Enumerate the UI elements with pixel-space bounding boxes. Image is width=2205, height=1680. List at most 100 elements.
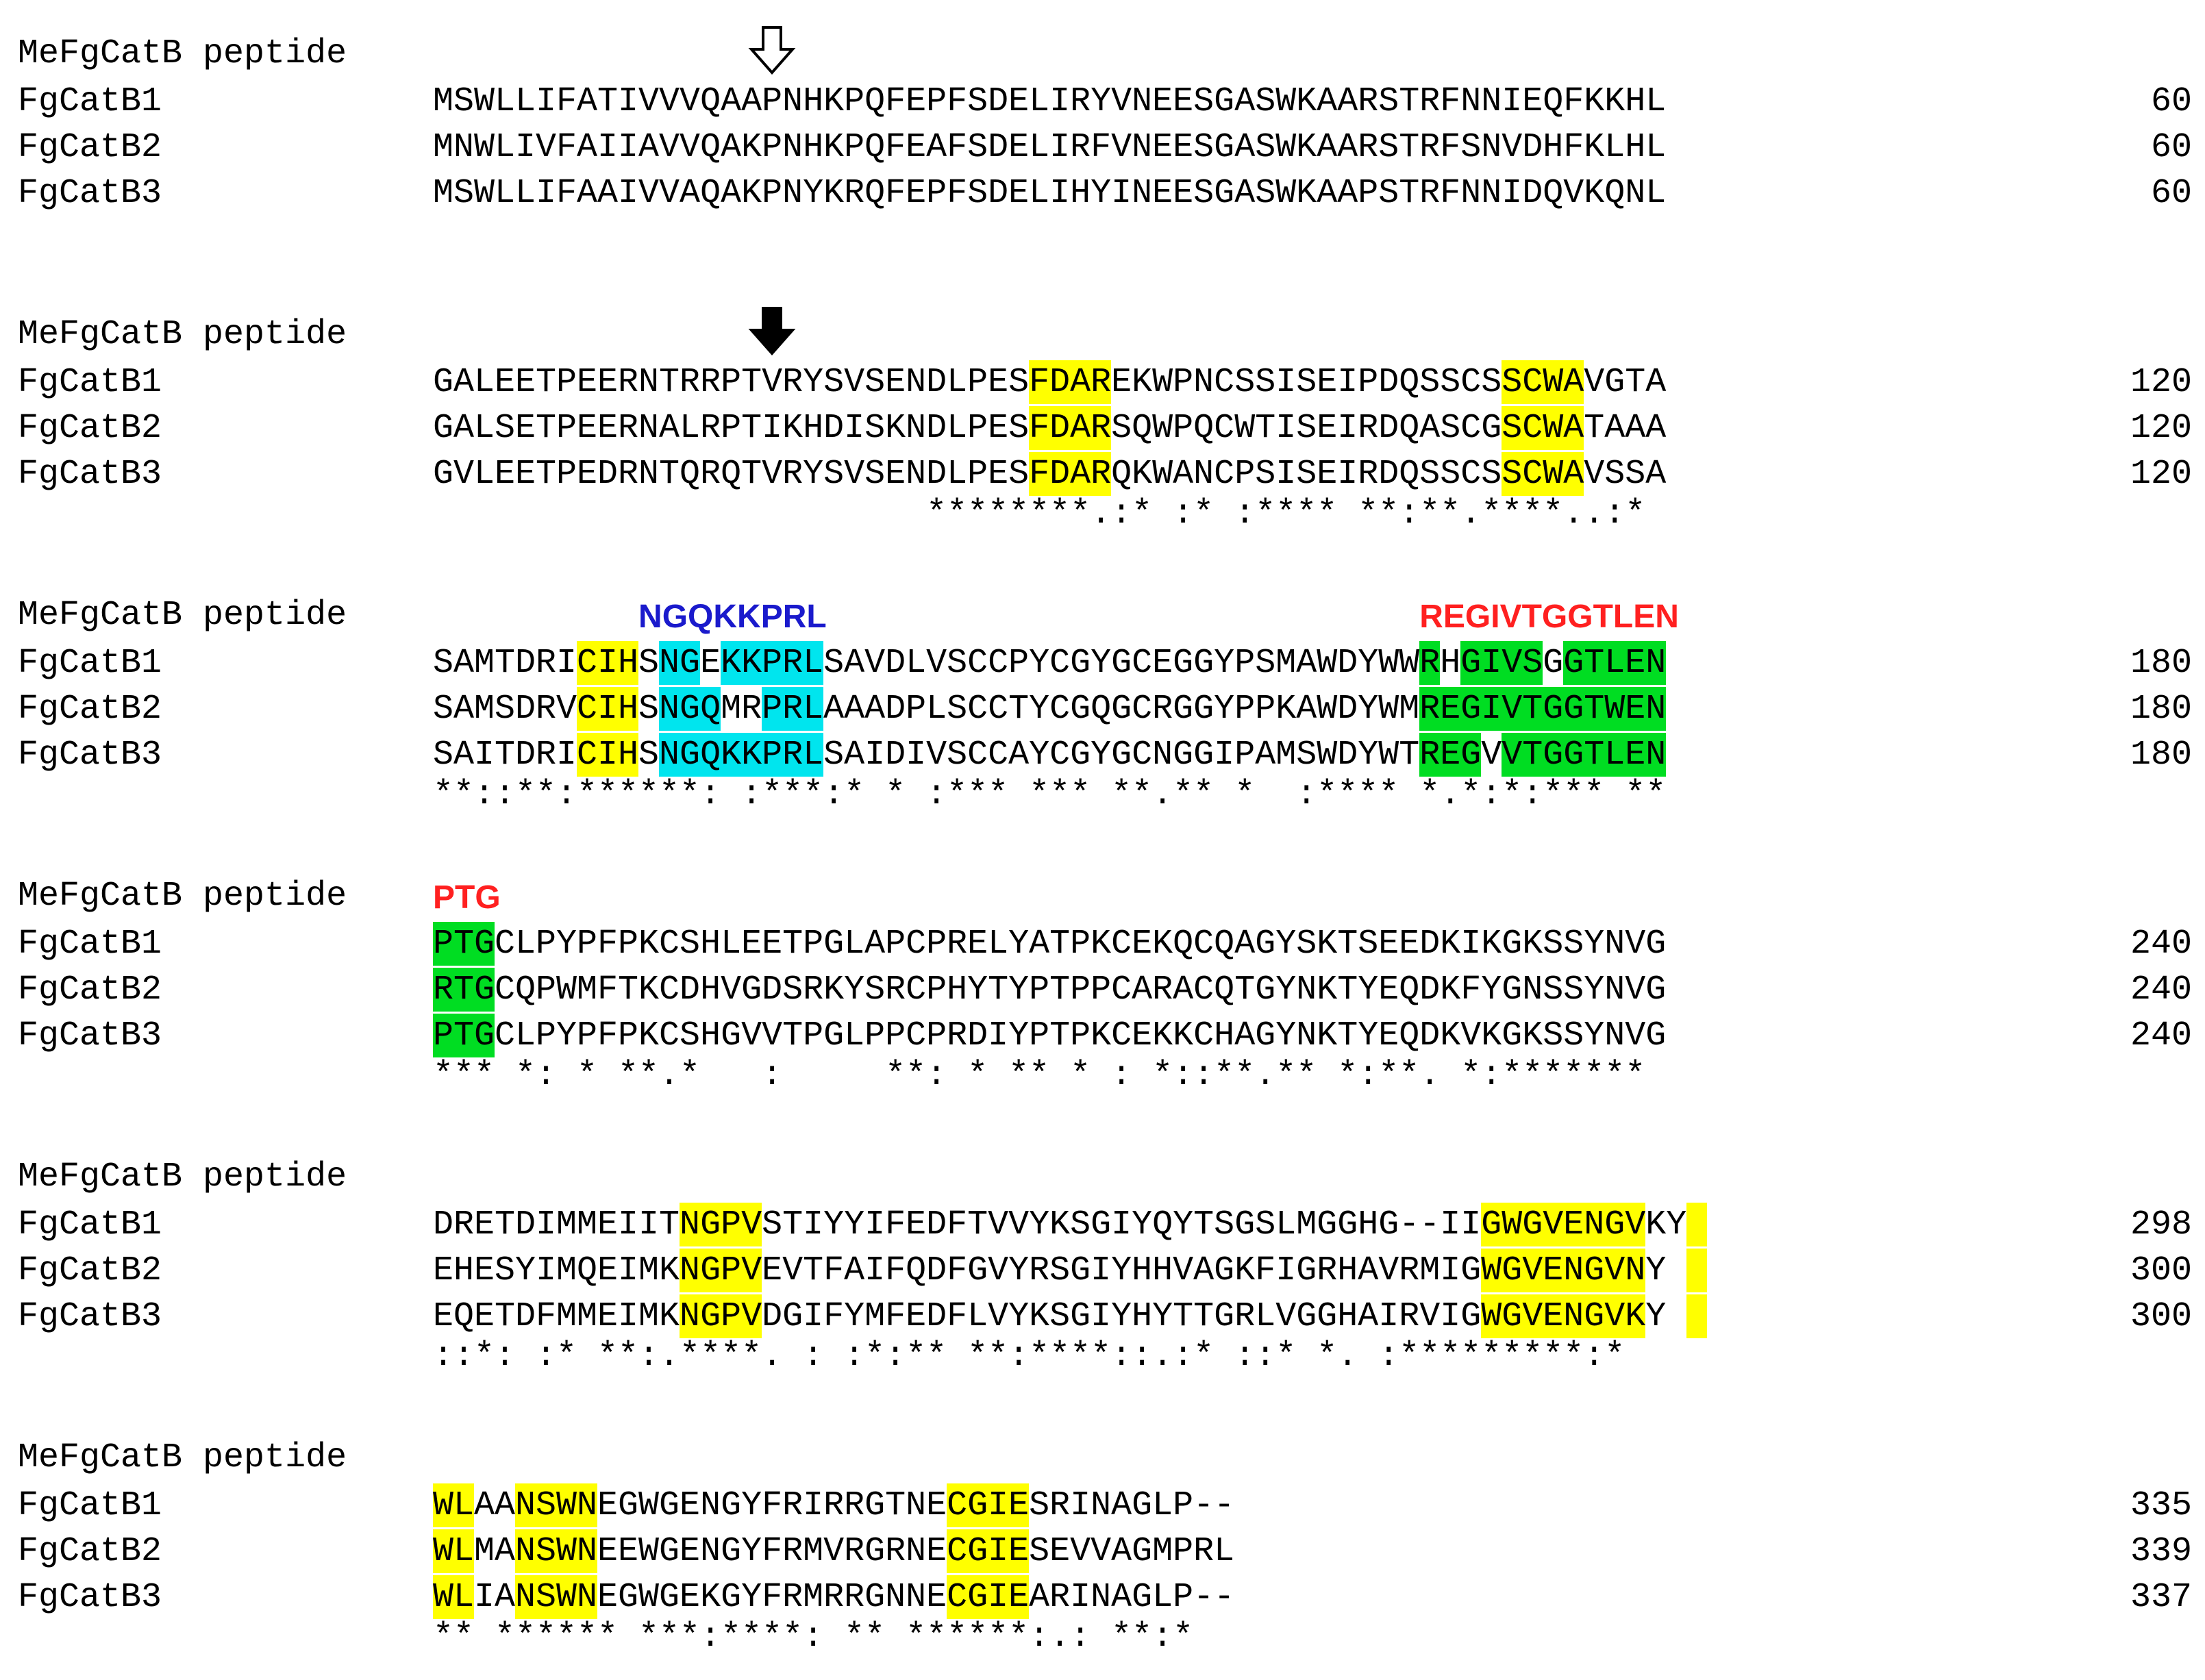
mature-peptide-highlight [1419, 641, 1441, 685]
peptide-label: MeFgCatB peptide [18, 34, 347, 73]
residue-count: 298 [2130, 1205, 2192, 1244]
motif-highlight [1029, 452, 1112, 496]
mature-peptide-highlight [1563, 641, 1667, 685]
propeptide-highlight [762, 687, 824, 731]
propeptide-highlight [721, 641, 824, 685]
motif-highlight [1502, 360, 1584, 404]
residue-count: 120 [2130, 363, 2192, 402]
peptide-label: MeFgCatB peptide [18, 596, 347, 635]
sequence-text: EHESYIMQEIMKNGPVEVTFAIFQDFGVYRSGIYHHVAGK… [433, 1251, 1667, 1290]
sequence-text: SAMTDRICIHSNGEKKPRLSAVDLVSCCPYCGYGCEGGYP… [433, 644, 1667, 683]
motif-highlight [680, 1294, 762, 1338]
motif-highlight [433, 1529, 474, 1573]
sequence-name: FgCatB1 [18, 363, 162, 402]
motif-highlight [515, 1529, 598, 1573]
open-down-arrow-icon [748, 26, 796, 75]
residue-count: 120 [2130, 409, 2192, 448]
sequence-text: DRETDIMMEIITNGPVSTIYYIFEDFTVVYKSGIYQYTSG… [433, 1205, 1687, 1244]
residue-count: 335 [2130, 1486, 2192, 1525]
mature-peptide-highlight [433, 922, 495, 966]
peptide-label: MeFgCatB peptide [18, 1438, 347, 1477]
motif-highlight [433, 1575, 474, 1619]
sequence-text: WLMANSWNEEWGENGYFRMVRGRNECGIESEVVAGMPRL [433, 1532, 1235, 1571]
peptide-mark: PTG [433, 879, 501, 916]
sequence-name: FgCatB3 [18, 1016, 162, 1055]
residue-count: 240 [2130, 1016, 2192, 1055]
sequence-name: FgCatB1 [18, 644, 162, 683]
motif-highlight [1029, 360, 1112, 404]
sequence-text: MNWLIVFAIIAVVQAKPNHKPQFEAFSDELIRFVNEESGA… [433, 128, 1667, 167]
sequence-text: RTGCQPWMFTKCDHVGDSRKYSRCPHYTYPTPPCARACQT… [433, 970, 1667, 1010]
motif-highlight [1481, 1203, 1646, 1246]
motif-highlight [577, 641, 639, 685]
propeptide-highlight [659, 687, 721, 731]
residue-count: 300 [2130, 1251, 2192, 1290]
sequence-name: FgCatB1 [18, 82, 162, 121]
residue-count: 180 [2130, 690, 2192, 729]
consensus-line: **::**:******: :***:* * :*** *** **.** *… [433, 775, 1667, 814]
motif-highlight [947, 1483, 1030, 1527]
sequence-name: FgCatB3 [18, 455, 162, 494]
residue-count: 180 [2130, 644, 2192, 683]
motif-highlight [577, 733, 639, 777]
motif-highlight [1686, 1249, 1708, 1292]
sequence-text: GALEETPEERNTRRPTVRYSVSENDLPESFDAREKWPNCS… [433, 363, 1667, 402]
residue-count: 120 [2130, 455, 2192, 494]
sequence-name: FgCatB1 [18, 1205, 162, 1244]
mature-peptide-highlight [1419, 733, 1482, 777]
residue-count: 180 [2130, 736, 2192, 775]
mature-peptide-highlight [1460, 641, 1543, 685]
peptide-mark: NGQKKPRL [638, 599, 827, 635]
sequence-text: MSWLLIFAAIVVAQAKPNYKRQFEPFSDELIHYINEESGA… [433, 174, 1667, 213]
sequence-text: PTGCLPYPFPKCSHLEETPGLAPCPRELYATPKCEKQCQA… [433, 925, 1667, 964]
residue-count: 240 [2130, 970, 2192, 1010]
sequence-text: SAITDRICIHSNGQKKPRLSAIDIVSCCAYCGYGCNGGIP… [433, 736, 1667, 775]
peptide-mark: REGIVTGGTLEN [1419, 599, 1679, 635]
residue-count: 337 [2130, 1578, 2192, 1617]
mature-peptide-highlight [433, 1014, 495, 1057]
sequence-text: MSWLLIFATIVVVQAAPNHKPQFEPFSDELIRYVNEESGA… [433, 82, 1667, 121]
motif-highlight [947, 1575, 1030, 1619]
sequence-name: FgCatB1 [18, 925, 162, 964]
sequence-text: GVLEETPEDRNTQRQTVRYSVSENDLPESFDARQKWANCP… [433, 455, 1667, 494]
peptide-label: MeFgCatB peptide [18, 877, 347, 916]
mature-peptide-highlight [1625, 687, 1667, 731]
filled-down-arrow-icon [748, 307, 796, 356]
motif-highlight [1502, 452, 1584, 496]
sequence-name: FgCatB2 [18, 1532, 162, 1571]
residue-count: 60 [2150, 174, 2192, 213]
sequence-name: FgCatB2 [18, 690, 162, 729]
motif-highlight [577, 687, 639, 731]
motif-highlight [680, 1249, 762, 1292]
sequence-name: FgCatB1 [18, 1486, 162, 1525]
motif-highlight [947, 1529, 1030, 1573]
motif-highlight [1502, 406, 1584, 450]
mature-peptide-highlight [433, 968, 495, 1012]
peptide-label: MeFgCatB peptide [18, 315, 347, 354]
motif-highlight [680, 1203, 762, 1246]
motif-highlight [1029, 406, 1112, 450]
motif-highlight [433, 1483, 474, 1527]
sequence-name: FgCatB3 [18, 736, 162, 775]
sequence-name: FgCatB2 [18, 970, 162, 1010]
propeptide-highlight [659, 733, 824, 777]
mature-peptide-highlight [1502, 733, 1667, 777]
sequence-text: WLIANSWNEGWGEKGYFRMRRGNNECGIEARINAGLP-- [433, 1578, 1235, 1617]
sequence-text: EQETDFMMEIMKNGPVDGIFYMFEDFLVYKSGIYHYTTGR… [433, 1297, 1667, 1336]
residue-count: 60 [2150, 128, 2192, 167]
sequence-name: FgCatB3 [18, 174, 162, 213]
sequence-name: FgCatB2 [18, 409, 162, 448]
sequence-name: FgCatB3 [18, 1297, 162, 1336]
motif-highlight [1686, 1203, 1708, 1246]
sequence-text: PTGCLPYPFPKCSHGVVTPGLPPCPRDIYPTPKCEKKCHA… [433, 1016, 1667, 1055]
sequence-text: SAMSDRVCIHSNGQMRPRLAAADPLSCCTYCGQGCRGGYP… [433, 690, 1667, 729]
sequence-text: GALSETPEERNALRPTIKHDISKNDLPESFDARSQWPQCW… [433, 409, 1667, 448]
mature-peptide-highlight [1419, 687, 1625, 731]
sequence-text: WLAANSWNEGWGENGYFRIRRGTNECGIESRINAGLP-- [433, 1486, 1235, 1525]
sequence-name: FgCatB3 [18, 1578, 162, 1617]
propeptide-highlight [659, 641, 701, 685]
sequence-name: FgCatB2 [18, 1251, 162, 1290]
residue-count: 300 [2130, 1297, 2192, 1336]
motif-highlight [1686, 1294, 1708, 1338]
